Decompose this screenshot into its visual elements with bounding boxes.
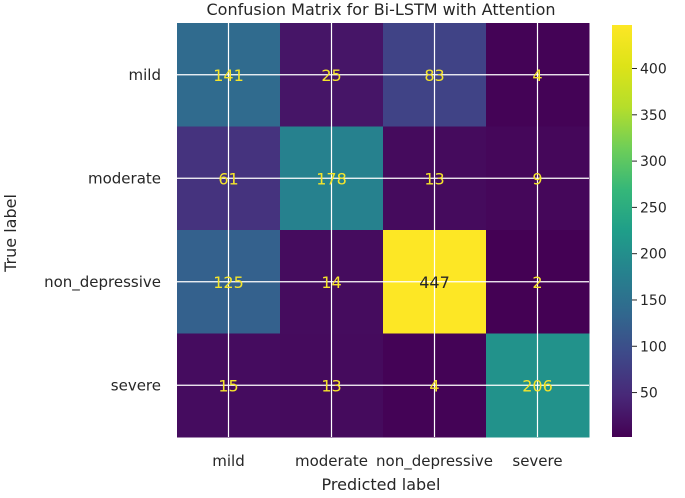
colorbar-ticks: 50 100 150 200 250 300 350 400 [632,62,667,402]
cell-value-label: 125 [213,273,244,292]
cell-value-label: 178 [316,169,347,188]
colorbar-tick-label: 100 [640,339,667,355]
colorbar-tick-label: 50 [640,386,658,402]
colorbar-tick-label: 300 [640,154,667,170]
colorbar-tick-label: 350 [640,108,667,124]
x-tick-labels: mild moderate non_depressive severe [212,452,562,471]
colorbar-tick-label: 150 [640,293,667,309]
chart-title: Confusion Matrix for Bi-LSTM with Attent… [206,0,555,19]
cell-value-label: 83 [424,66,444,85]
y-axis-label: True label [1,194,20,273]
x-axis-label: Predicted label [322,475,441,494]
cell-value-label: 13 [424,169,444,188]
x-tick-label: moderate [295,452,368,470]
y-tick-label: moderate [88,169,161,187]
x-tick-label: severe [512,452,562,470]
colorbar [612,25,632,437]
y-tick-label: severe [111,376,161,394]
x-tick-label: mild [212,452,244,470]
colorbar-tick-label: 400 [640,62,667,78]
y-tick-label: mild [129,66,161,84]
cell-value-label: 14 [321,273,341,292]
cell-value-label: 447 [419,273,450,292]
y-tick-label: non_depressive [44,273,161,292]
cell-value-label: 9 [532,169,542,188]
cell-value-label: 4 [429,376,439,395]
cell-value-label: 4 [532,66,542,85]
cell-value-label: 61 [218,169,238,188]
cell-value-label: 25 [321,66,341,85]
cell-value-label: 141 [213,66,244,85]
cell-value-label: 15 [218,376,238,395]
x-tick-label: non_depressive [376,452,493,471]
cell-value-label: 206 [522,376,553,395]
cell-value-label: 13 [321,376,341,395]
colorbar-tick-label: 200 [640,247,667,263]
heatmap-gridlines [177,23,589,437]
cell-value-label: 2 [532,273,542,292]
colorbar-tick-label: 250 [640,200,667,216]
cell-value-labels: 141 25 83 4 61 178 13 9 125 14 447 2 15 13 4 206 [213,66,553,396]
